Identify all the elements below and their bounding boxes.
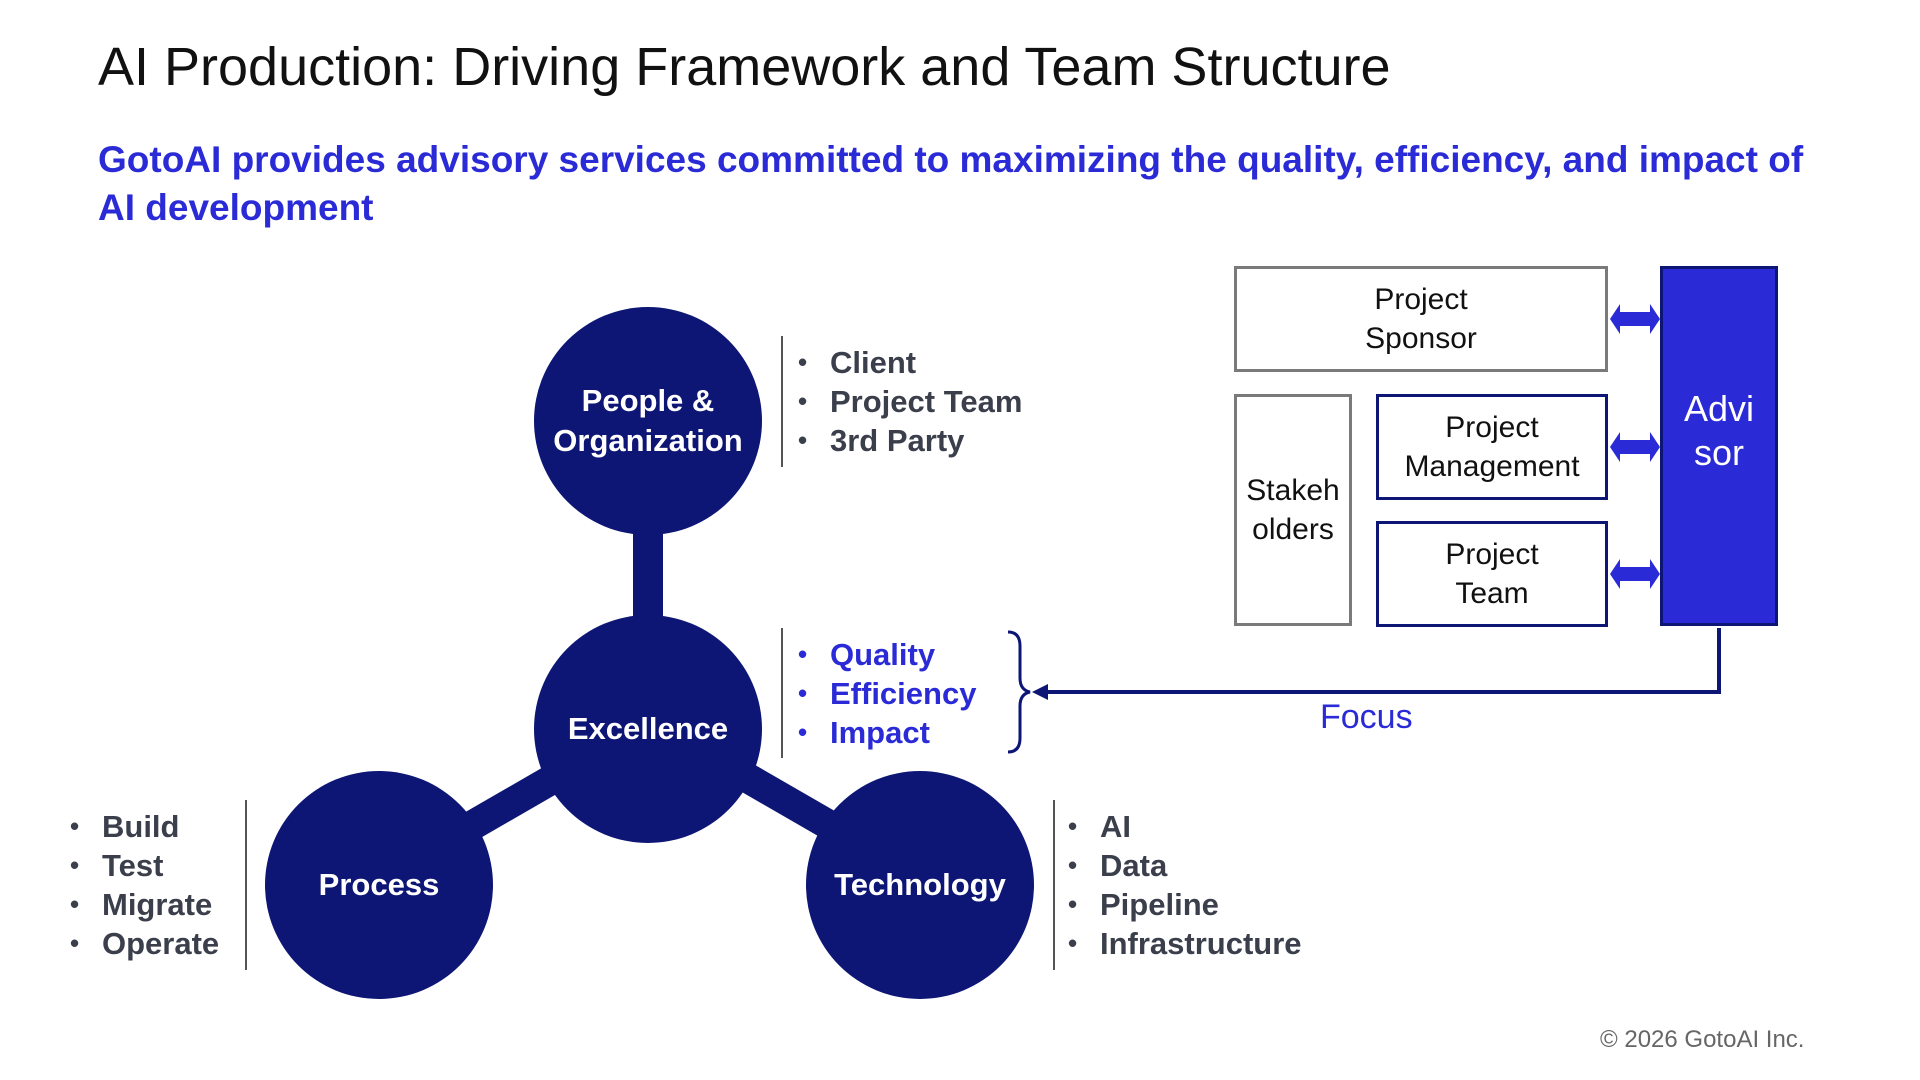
double-arrow-sponsor-icon <box>1610 304 1660 334</box>
list-item: Efficiency <box>798 674 976 713</box>
focus-label: Focus <box>1320 698 1413 736</box>
management-line-1: Project <box>1445 411 1539 444</box>
list-item: Quality <box>798 635 976 674</box>
team-line-2: Team <box>1455 577 1529 610</box>
copyright: © 2026 GotoAI Inc. <box>1600 1026 1805 1053</box>
people-list-divider <box>781 336 783 467</box>
project-team-box: Project Team <box>1376 521 1608 627</box>
excellence-list: Quality Efficiency Impact <box>798 635 976 752</box>
double-arrow-team-icon <box>1610 559 1660 589</box>
list-item: Migrate <box>70 885 219 924</box>
technology-list-divider <box>1053 800 1055 970</box>
stakeholders-line-1: Stakeh <box>1246 474 1340 507</box>
people-list: Client Project Team 3rd Party <box>798 343 1022 460</box>
list-item: Build <box>70 807 219 846</box>
technology-list: AI Data Pipeline Infrastructure <box>1068 807 1302 963</box>
stakeholders-box: Stakeh olders <box>1234 394 1352 626</box>
double-arrow-management-icon <box>1610 432 1660 462</box>
excellence-circle-label: Excellence <box>567 711 729 746</box>
sponsor-line-2: Sponsor <box>1365 322 1477 355</box>
people-circle-line-1: People & <box>581 383 715 418</box>
excellence-list-divider <box>781 628 783 758</box>
list-item: Pipeline <box>1068 885 1302 924</box>
advisor-line-2: sor <box>1693 432 1744 473</box>
list-item: Impact <box>798 713 976 752</box>
list-item: Client <box>798 343 1022 382</box>
process-circle: Process <box>265 771 493 999</box>
management-line-2: Management <box>1404 450 1580 483</box>
list-item: Data <box>1068 846 1302 885</box>
advisor-line-1: Advi <box>1683 388 1755 429</box>
stakeholders-line-2: olders <box>1252 513 1334 546</box>
excellence-circle: Excellence <box>534 615 762 843</box>
technology-circle-label: Technology <box>834 867 1006 902</box>
list-item: Infrastructure <box>1068 924 1302 963</box>
list-item: Test <box>70 846 219 885</box>
team-line-1: Project <box>1445 538 1539 571</box>
list-item: Operate <box>70 924 219 963</box>
list-item: Project Team <box>798 382 1022 421</box>
sponsor-line-1: Project <box>1374 283 1468 316</box>
focus-line <box>1046 628 1721 694</box>
process-list: Build Test Migrate Operate <box>70 807 219 963</box>
page-subtitle: GotoAI provides advisory services commit… <box>98 139 1804 228</box>
connector-people-excellence <box>633 520 663 630</box>
advisor-box: Advi sor <box>1660 266 1778 626</box>
people-organization-circle: People & Organization <box>534 307 762 535</box>
process-circle-label: Process <box>318 867 440 902</box>
technology-circle: Technology <box>806 771 1034 999</box>
list-item: AI <box>1068 807 1302 846</box>
brace-icon <box>1007 630 1031 754</box>
process-list-divider <box>245 800 247 970</box>
focus-arrowhead-icon <box>1032 684 1048 700</box>
list-item: 3rd Party <box>798 421 1022 460</box>
page-title: AI Production: Driving Framework and Tea… <box>98 37 1391 97</box>
project-management-box: Project Management <box>1376 394 1608 500</box>
people-circle-line-2: Organization <box>553 423 743 458</box>
project-sponsor-box: Project Sponsor <box>1234 266 1608 372</box>
